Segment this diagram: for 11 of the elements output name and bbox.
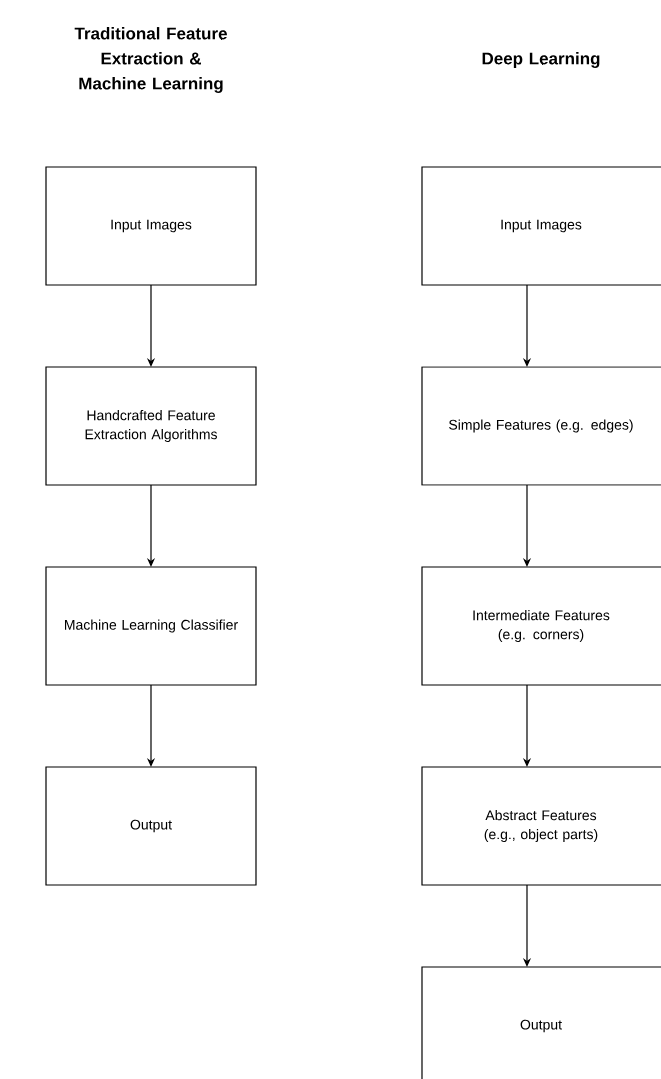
column-heading: Deep Learning [482, 52, 600, 68]
process-box: Output [421, 966, 661, 1079]
process-box: Intermediate Features (e.g. corners) [421, 566, 661, 686]
process-box: Output [45, 766, 257, 886]
process-box: Handcrafted Feature Extraction Algorithms [45, 366, 257, 486]
column-heading: Traditional Feature Extraction & Machine Learning [74, 27, 227, 93]
process-box: Machine Learning Classifier [45, 566, 257, 686]
process-box: Input Images [421, 166, 661, 286]
process-box: Abstract Features (e.g., object parts) [421, 766, 661, 886]
process-box: Simple Features (e.g. edges) [421, 366, 661, 486]
process-box: Input Images [45, 166, 257, 286]
